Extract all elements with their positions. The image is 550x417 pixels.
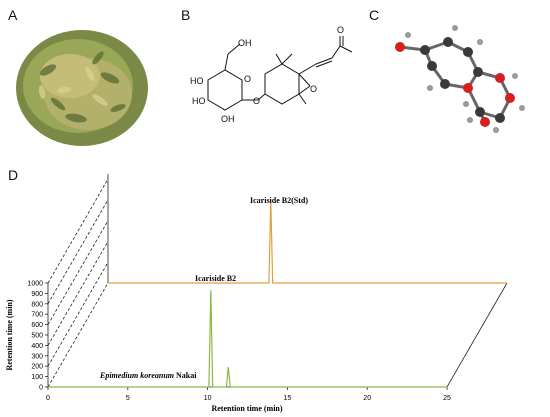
sample-name-label: Epimedium koreanum Nakai — [99, 371, 197, 380]
x-tick-label: 20 — [363, 395, 371, 402]
sample-name-plain: Nakai — [174, 371, 197, 380]
y-tick-label: 900 — [31, 291, 43, 298]
x-tick-label: 25 — [443, 395, 451, 402]
standard-peak-label: Icariside B2(Std) — [250, 196, 308, 205]
chemical-structure — [207, 36, 353, 111]
standard-chromatogram-line — [108, 200, 507, 284]
y-tick-label: 500 — [31, 333, 43, 340]
chromatogram: 0 100 200 300 400 500 600 700 800 900 1000 0 5 10 15 2… — [5, 174, 508, 413]
ketone-oxygen-label: O — [337, 25, 344, 35]
ho-label: HO — [192, 96, 206, 106]
y-tick-label: 700 — [31, 312, 43, 319]
panel-label-a: A — [8, 7, 18, 23]
y-tick-label: 300 — [31, 353, 43, 360]
depth-guide-line — [47, 178, 109, 284]
sample-peak-label: Icariside B2 — [195, 274, 236, 283]
epoxide-oxygen-label: O — [310, 84, 317, 94]
depth-axis — [446, 282, 508, 388]
depth-guide-line — [47, 282, 109, 388]
y-tick-label: 0 — [39, 385, 43, 392]
ring-oxygen-label: O — [244, 74, 251, 84]
y-tick-label: 600 — [31, 322, 43, 329]
sample-name-italic: Epimedium koreanum — [99, 371, 174, 380]
x-axis-label: Retention time (min) — [211, 404, 282, 413]
molecule-3d-model — [395, 25, 525, 133]
depth-guide-lines — [47, 178, 109, 388]
y-tick-label: 800 — [31, 301, 43, 308]
y-tick-label: 200 — [31, 364, 43, 371]
y-tick-label: 1000 — [27, 281, 43, 288]
structure-labels: OH HO HO OH O O O O — [190, 25, 344, 124]
oh-label: OH — [221, 114, 235, 124]
panel-label-c: C — [369, 7, 380, 23]
x-tick-label: 5 — [126, 395, 130, 402]
x-tick-label: 0 — [46, 395, 50, 402]
y-axis-label: Retention time (min) — [5, 299, 14, 370]
depth-guide-line — [47, 241, 109, 346]
x-tick-label: 10 — [204, 395, 212, 402]
ho-label: HO — [190, 76, 204, 86]
x-tick-label: 15 — [284, 395, 292, 402]
panel-label-b: B — [181, 7, 191, 23]
ether-oxygen-label: O — [253, 96, 260, 106]
oh-label: OH — [238, 38, 252, 48]
sample-chromatogram-line — [48, 290, 447, 388]
depth-guide-line — [47, 262, 109, 367]
depth-guide-line — [47, 199, 109, 304]
panel-label-d: D — [8, 167, 19, 183]
y-tick-label: 400 — [31, 343, 43, 350]
y-tick-label: 100 — [31, 374, 43, 381]
x-tick-labels: 0 5 10 15 20 25 — [46, 387, 451, 402]
depth-guide-line — [47, 220, 109, 325]
herb-photo — [16, 30, 148, 146]
y-tick-labels: 0 100 200 300 400 500 600 700 800 900 1000 — [27, 281, 48, 392]
